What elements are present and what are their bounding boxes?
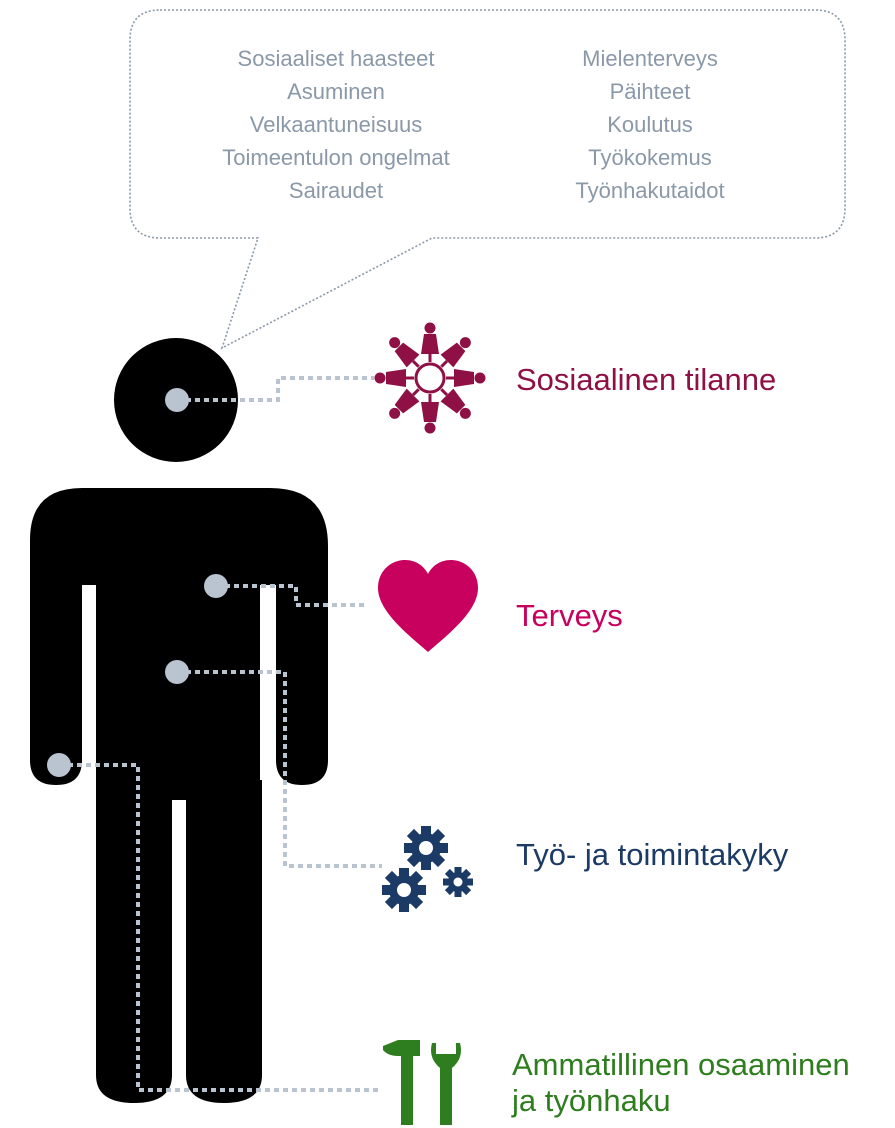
dot-head bbox=[165, 388, 189, 412]
connector-work bbox=[177, 670, 382, 868]
connector-health bbox=[216, 584, 368, 607]
label-social-situation: Sosiaalinen tilanne bbox=[516, 362, 777, 397]
label-professional-skills: Ammatillinen osaaminen ja työnhaku bbox=[512, 1047, 850, 1119]
tools-icon bbox=[383, 1040, 461, 1125]
dot-belly bbox=[165, 660, 189, 684]
heart-icon bbox=[378, 560, 478, 652]
bubble-item: Päihteet bbox=[609, 79, 691, 104]
bubble-item: Mielenterveys bbox=[582, 46, 718, 71]
label-health: Terveys bbox=[516, 598, 623, 633]
bubble-right-column: Mielenterveys Päihteet Koulutus Työkokem… bbox=[500, 42, 800, 207]
label-work-ability: Työ- ja toimintakyky bbox=[516, 837, 789, 872]
gears-icon bbox=[382, 826, 473, 912]
bubble-item: Sairaudet bbox=[288, 178, 384, 203]
bubble-item: Työkokemus bbox=[588, 145, 712, 170]
figure-torso bbox=[30, 488, 328, 800]
people-circle-icon bbox=[373, 322, 487, 435]
connector-professional bbox=[59, 763, 382, 1092]
dot-chest bbox=[204, 574, 228, 598]
human-figure bbox=[30, 338, 328, 1103]
figure-left-leg bbox=[96, 780, 172, 1103]
connectors bbox=[59, 376, 382, 1092]
dot-hand bbox=[47, 753, 71, 777]
hammer-icon bbox=[383, 1040, 420, 1125]
bubble-item: Asuminen bbox=[287, 79, 385, 104]
bubble-left-column: Sosiaaliset haasteet Asuminen Velkaantun… bbox=[186, 42, 486, 207]
bubble-item: Velkaantuneisuus bbox=[249, 112, 423, 137]
bubble-item: Sosiaaliset haasteet bbox=[237, 46, 435, 71]
connector-social bbox=[177, 376, 374, 402]
speech-bubble bbox=[129, 9, 846, 350]
label-professional-line1: Ammatillinen osaaminen bbox=[512, 1047, 850, 1082]
bubble-item: Koulutus bbox=[607, 112, 693, 137]
label-professional-line2: ja työnhaku bbox=[512, 1083, 671, 1118]
figure-right-leg bbox=[186, 780, 262, 1103]
bubble-item: Työnhakutaidot bbox=[575, 178, 725, 203]
people-circle-center bbox=[414, 362, 446, 394]
wrench-icon bbox=[431, 1043, 461, 1125]
bubble-item: Toimeentulon ongelmat bbox=[222, 145, 450, 170]
